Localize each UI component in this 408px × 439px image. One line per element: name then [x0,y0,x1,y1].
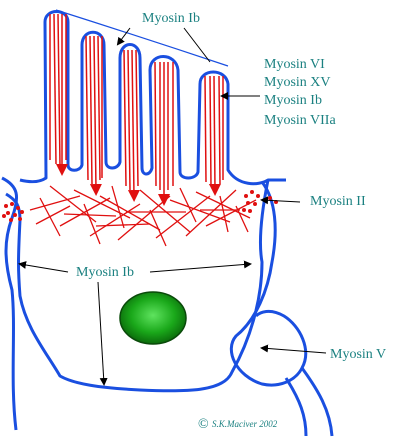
copyright-symbol: © [198,417,209,432]
right-cell-tail-2 [284,377,308,437]
copyright-text: S.K.Maciver 2002 [212,419,278,429]
pointer-myosin-ib-right [149,260,252,273]
cell-membrane [5,10,286,393]
pointer-myosin-ib-top [116,27,131,46]
pointer-myosin-v [260,344,327,354]
left-cell-boundary [1,176,19,431]
label-myosin-ii: Myosin II [310,194,366,209]
label-myosin-viia: Myosin VIIa [264,113,336,128]
actin-bundles [49,13,224,206]
pointer-myosin-ib-top-line [183,27,211,63]
label-myosin-vi: Myosin VI [264,57,325,72]
label-myosin-v: Myosin V [330,347,386,362]
label-pointers [18,27,327,386]
terminal-web [29,185,257,247]
pointer-myosin-ib-left [18,261,69,273]
pointer-myosin-ib-down [97,281,108,386]
nucleus [119,291,187,345]
label-myosin-ib-lower: Myosin Ib [76,265,134,280]
label-myosin-ib-top: Myosin Ib [142,11,200,26]
pointer-myosin-ii [260,196,301,205]
label-myosin-xv: Myosin XV [264,75,331,90]
microvilli-tip-line [55,9,229,67]
right-cell-tail [300,367,334,437]
right-cell-boundary [229,181,308,387]
myosin-ii-dots-left [2,202,24,222]
label-myosin-ib-right: Myosin Ib [264,93,322,108]
myosin-ii-dots-right [242,190,278,213]
